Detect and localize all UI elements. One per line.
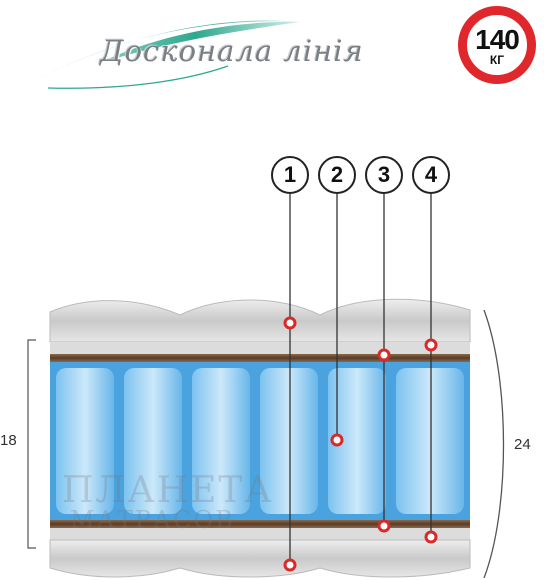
watermark-line2: МАТРАСОВ [70,506,235,534]
core-height-label: 18 [0,432,17,449]
top-felt-layer [50,342,470,354]
logo-swoosh-icon [40,20,300,89]
bottom-coconut-layer [50,520,470,528]
bottom-foam-layer [49,539,471,578]
total-height-arc [483,309,505,579]
top-foam-layer [49,298,471,343]
callout-leaders [289,194,432,565]
callout-1: 1 [271,156,309,194]
layer-markers [283,316,438,572]
brand-name: Досконала лінія [100,34,364,68]
mattress-cross-section [27,194,505,579]
max-load-badge: 140 КГ [458,6,536,84]
watermark-line1: ПЛАНЕТА [62,470,274,511]
core-height-bracket [27,339,36,549]
bottom-felt-layer [50,528,470,540]
max-load-value: 140 [475,24,520,55]
brand-logo: Досконала лінія [38,8,363,98]
total-height-label: 24 [514,436,531,453]
top-coconut-layer [50,354,470,362]
callout-4: 4 [412,156,450,194]
pocket-spring-block [50,362,470,520]
callout-2: 2 [318,156,356,194]
max-load-unit: КГ [489,53,505,67]
callout-3: 3 [365,156,403,194]
